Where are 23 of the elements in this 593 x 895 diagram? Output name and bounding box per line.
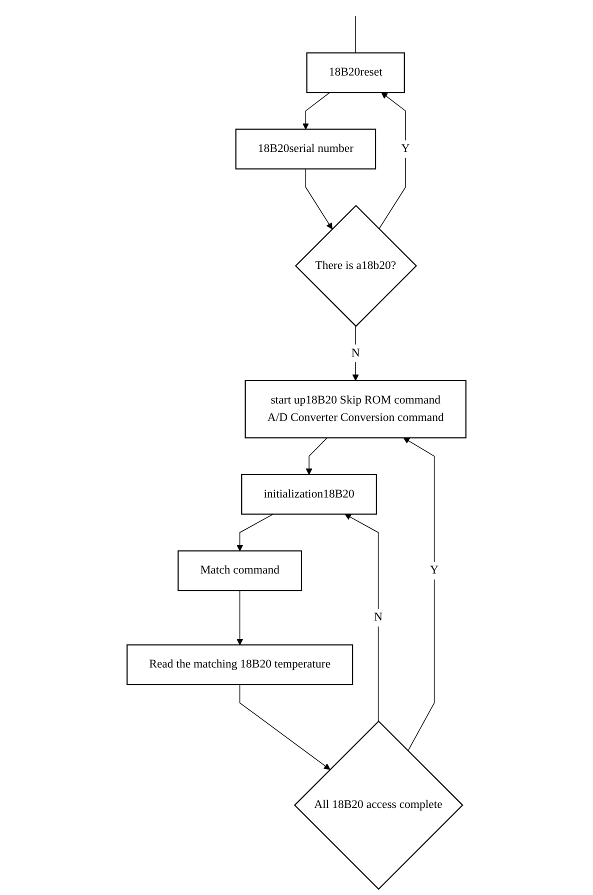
node-diamond: There is a18b20?: [294, 204, 418, 327]
edge-label: N: [374, 611, 383, 624]
node-box: initialization18B20: [241, 474, 377, 515]
arrow: [306, 437, 328, 475]
arrow: [378, 92, 406, 230]
arrow: [236, 590, 244, 646]
node-box: Match command: [178, 550, 302, 592]
arrow: [305, 168, 332, 230]
node-box: 18B20reset: [306, 52, 405, 94]
node-box: start up18B20 Skip ROM command A/D Converter Conversion command: [244, 380, 466, 438]
arrow: [403, 438, 435, 752]
edge-label: Y: [401, 142, 410, 155]
arrow: [344, 514, 379, 722]
arrow: [236, 514, 274, 552]
edge-label: N: [351, 346, 360, 360]
node-diamond: All 18B20 access complete: [294, 720, 464, 890]
node-box: 18B20serial number: [235, 128, 376, 170]
arrow: [239, 684, 330, 770]
connector: [355, 16, 356, 54]
arrow: [352, 326, 359, 381]
arrow: [302, 92, 330, 130]
edge-label: Y: [430, 564, 439, 577]
node-box: Read the matching 18B20 temperature: [126, 644, 354, 686]
